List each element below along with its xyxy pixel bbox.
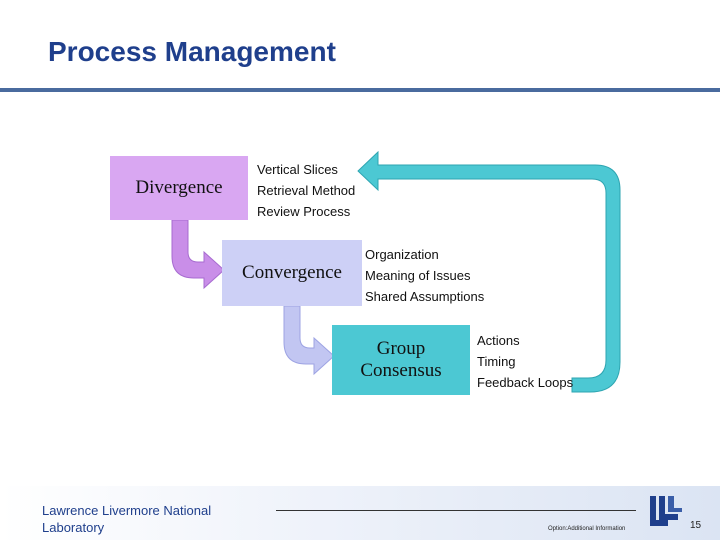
group-consensus-label: Group Consensus bbox=[360, 338, 442, 381]
convergence-box: Convergence bbox=[222, 240, 362, 306]
page-number: 15 bbox=[690, 520, 702, 531]
group-consensus-items: Actions Timing Feedback Loops bbox=[477, 330, 573, 393]
slide-title: Process Management bbox=[48, 36, 336, 67]
list-item: Organization bbox=[365, 247, 439, 262]
divergence-box: Divergence bbox=[110, 156, 248, 220]
list-item: Actions bbox=[477, 333, 520, 348]
lab-name: Lawrence Livermore National Laboratory bbox=[42, 503, 212, 535]
list-item: Vertical Slices bbox=[257, 162, 338, 177]
convergence-items: Organization Meaning of Issues Shared As… bbox=[365, 244, 484, 307]
list-item: Review Process bbox=[257, 204, 351, 219]
divergence-to-convergence-arrow bbox=[171, 219, 225, 290]
convergence-label: Convergence bbox=[242, 262, 342, 283]
list-item: Timing bbox=[477, 354, 516, 369]
footer-note: Option:Additional Information bbox=[548, 526, 626, 532]
feedback-loop-arrow bbox=[357, 150, 621, 393]
list-item: Shared Assumptions bbox=[365, 289, 485, 304]
footer-divider bbox=[276, 510, 636, 511]
list-item: Meaning of Issues bbox=[365, 268, 471, 283]
convergence-to-consensus-arrow bbox=[283, 305, 335, 376]
title-divider bbox=[0, 88, 720, 92]
list-item: Feedback Loops bbox=[477, 375, 574, 390]
divergence-label: Divergence bbox=[135, 177, 223, 198]
divergence-items: Vertical Slices Retrieval Method Review … bbox=[257, 159, 355, 222]
footer-band bbox=[0, 486, 720, 540]
llnl-logo-icon bbox=[650, 496, 682, 526]
group-consensus-box: Group Consensus bbox=[332, 325, 470, 395]
list-item: Retrieval Method bbox=[257, 183, 356, 198]
